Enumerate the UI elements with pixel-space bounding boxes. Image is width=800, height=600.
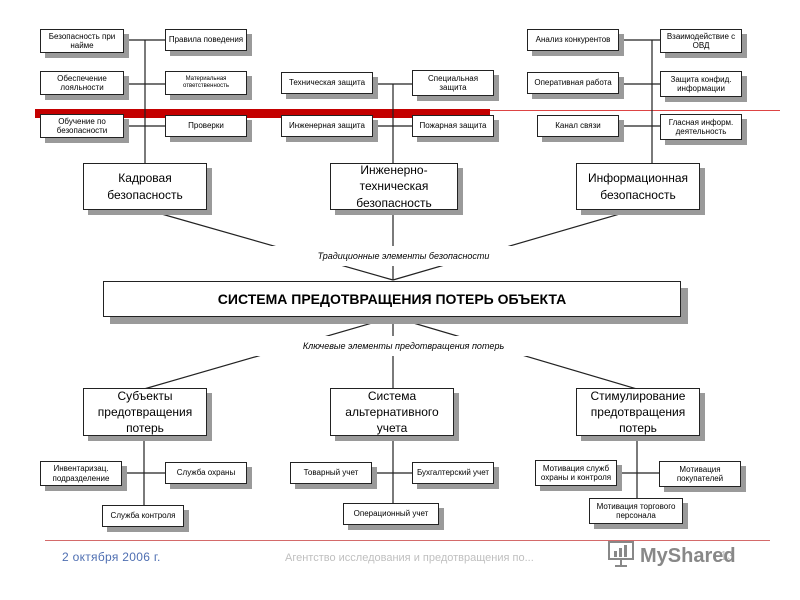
node-security-motivation: Мотивация служб охраны и контроля [535,460,617,486]
node-bookkeeping: Бухгалтерский учет [412,462,494,484]
node-material-liability: Материальная ответственность [165,71,247,95]
node-engineering-protection: Инженерная защита [281,115,373,137]
main-system-title: СИСТЕМА ПРЕДОТВРАЩЕНИЯ ПОТЕРЬ ОБЪЕКТА [103,281,681,317]
node-special-protection: Специальная защита [412,70,494,96]
traditional-elements-label: Традиционные элементы безопасности [230,246,577,266]
node-security-training: Обучение по безопасности [40,114,124,138]
category-alternative-accounting: Система альтернативного учета [330,388,454,436]
node-ovd-interaction: Взаимодействие с ОВД [660,29,742,53]
red-accent-line [490,110,780,111]
category-information-security: Информационная безопасность [576,163,700,210]
node-operative-work: Оперативная работа [527,72,619,94]
footer-divider [45,540,770,541]
category-personnel-security: Кадровая безопасность [83,163,207,210]
node-fire-protection: Пожарная защита [412,115,494,137]
category-loss-prevention-incentives: Стимулирование предотвращения потерь [576,388,700,436]
presentation-icon [606,539,636,574]
node-inventory-unit: Инвентаризац. подразделение [40,461,122,486]
node-competitor-analysis: Анализ конкурентов [527,29,619,51]
node-operational-accounting: Операционный учет [343,503,439,525]
footer-organization: Агентство исследования и предотвращения … [285,552,534,564]
node-buyer-motivation: Мотивация покупателей [659,461,741,487]
node-confidential-protection: Защита конфид. информации [660,71,742,97]
node-checks: Проверки [165,115,247,137]
node-sales-staff-motivation: Мотивация торгового персонала [589,498,683,524]
page-number: 13 [720,548,735,563]
footer-date: 2 октября 2006 г. [62,550,161,564]
category-loss-prevention-subjects: Субъекты предотвращения потерь [83,388,207,436]
node-goods-accounting: Товарный учет [290,462,372,484]
watermark: MyShared [606,538,766,574]
node-hiring-security: Безопасность при найме [40,29,124,53]
node-behavior-rules: Правила поведения [165,29,247,51]
category-engineering-security: Инженерно-техническая безопасность [330,163,458,210]
key-elements-label: Ключевые элементы предотвращения потерь [230,336,577,356]
node-guard-service: Служба охраны [165,462,247,484]
watermark-text: MyShared [640,544,736,567]
node-control-service: Служба контроля [102,505,184,527]
node-communication-channel: Канал связи [537,115,619,137]
node-technical-protection: Техническая защита [281,72,373,94]
red-accent-bar [35,109,490,118]
node-overt-activity: Гласная информ. деятельность [660,114,742,140]
node-loyalty: Обеспечение лояльности [40,71,124,95]
